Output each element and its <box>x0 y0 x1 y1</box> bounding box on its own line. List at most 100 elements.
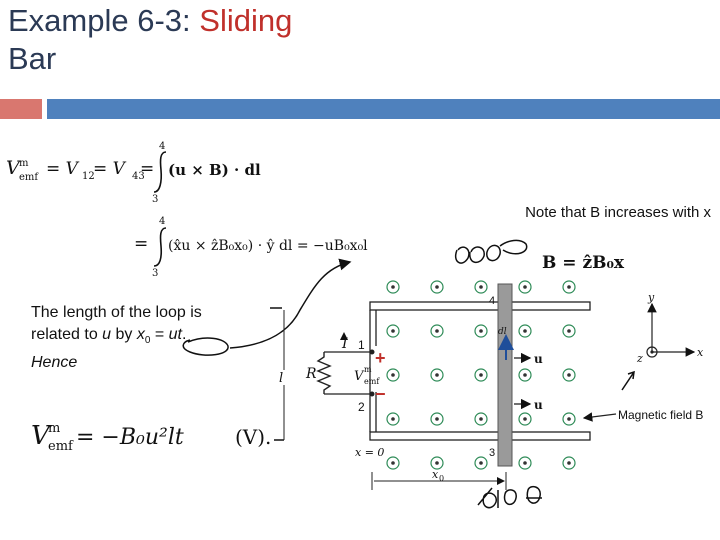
equation-final: V m emf = −B₀u²lt (V). <box>31 421 271 454</box>
field-dot-center <box>479 417 483 421</box>
field-dot-center <box>435 417 439 421</box>
field-dot-center <box>391 461 395 465</box>
field-dot-ring <box>518 368 532 382</box>
axis-y-label: y <box>647 291 655 304</box>
terminal-2-dot <box>369 391 375 397</box>
field-dot-center <box>435 373 439 377</box>
eq1-integral-sign <box>153 151 167 193</box>
field-dot-ring <box>474 368 488 382</box>
ink-arrow-small <box>621 370 635 391</box>
field-dot-ring <box>386 324 400 338</box>
field-dot-ring <box>430 412 444 426</box>
field-dot-center <box>567 461 571 465</box>
para-line2-b: by <box>111 326 137 343</box>
header-bar-accent <box>0 99 42 119</box>
resistor <box>316 352 332 394</box>
magnetic-field-pointer <box>582 412 617 422</box>
eq2-integral-sign <box>153 227 167 267</box>
axis-z-label: z <box>636 352 643 365</box>
field-dot-ring <box>474 456 488 470</box>
note-text: Note that B increases with x <box>525 204 711 221</box>
field-dot-center <box>391 417 395 421</box>
eq2-upper: 4 <box>159 216 165 227</box>
equation-emf-integral: V m emf = V 12 = V 43 = 4 3 (u × B) · dl <box>6 141 261 205</box>
ink-circle-x0 <box>182 337 229 356</box>
r-label: R <box>305 366 317 382</box>
field-dot-center <box>479 285 483 289</box>
field-dot-center <box>523 373 527 377</box>
final-sub: emf <box>48 439 74 454</box>
magnetic-field-label: Magnetic field B <box>618 408 703 422</box>
final-rhs: = −B₀u²lt <box>76 425 184 450</box>
field-dots <box>386 280 576 470</box>
field-dot-ring <box>474 412 488 426</box>
field-dot-ring <box>518 280 532 294</box>
eq1-sub12: 12 <box>82 171 95 182</box>
eq2-integrand: (x̂u × ẑB₀x₀) · ŷ dl = −uB₀x₀l <box>168 237 368 254</box>
equation-emf-evaluated: = 4 3 (x̂u × ẑB₀x₀) · ŷ dl = −uB₀x₀l <box>134 216 368 279</box>
field-dot-ring <box>518 456 532 470</box>
final-lhs-v: V <box>31 421 52 451</box>
bottom-rail <box>369 431 591 441</box>
field-dot-center <box>391 373 395 377</box>
title-prefix: Example 6-3: <box>8 3 200 38</box>
field-dot-center <box>479 373 483 377</box>
eq2-eq: = <box>134 234 148 254</box>
field-dot-center <box>523 461 527 465</box>
field-dot-center <box>523 329 527 333</box>
sliding-bar <box>497 283 513 467</box>
terminal-1-dot <box>369 349 375 355</box>
field-dot-center <box>567 373 571 377</box>
terminal-4-label: 4 <box>489 295 495 307</box>
plus-sign: + <box>375 348 386 368</box>
field-dot-center <box>567 417 571 421</box>
x0-label: x <box>432 468 439 481</box>
field-dot-center <box>479 329 483 333</box>
field-dot-ring <box>518 324 532 338</box>
para-line2-a: related to <box>31 326 103 343</box>
ink-arrow-to-equation <box>229 258 352 349</box>
field-dot-ring <box>562 368 576 382</box>
emf-sup-label: m <box>364 365 372 374</box>
terminal-2-label: 2 <box>358 400 365 414</box>
slide-title: Example 6-3: Sliding Bar <box>8 2 408 78</box>
field-dot-ring <box>562 412 576 426</box>
field-dot-center <box>391 285 395 289</box>
field-dot-ring <box>474 324 488 338</box>
eq1-upper: 4 <box>159 141 165 152</box>
eq1-lower: 3 <box>152 194 158 205</box>
top-rail <box>369 301 591 311</box>
para-ut: ut <box>168 326 182 343</box>
i-label: I <box>341 336 348 352</box>
para-x: x <box>136 326 145 343</box>
field-dot-ring <box>430 456 444 470</box>
field-dot-center <box>435 461 439 465</box>
title-line2: Bar <box>8 41 57 76</box>
para-u: u <box>102 326 112 343</box>
explanation-paragraph: The length of the loop is related to u b… <box>31 302 271 374</box>
terminal-3-label: 3 <box>489 447 495 459</box>
velocity-u-lower: u <box>534 398 543 412</box>
eq1-sub43: 43 <box>132 171 145 182</box>
title-accent: Sliding <box>199 3 293 38</box>
eq1-lhs-sup: m <box>19 158 29 169</box>
para-line1: The length of the loop is <box>31 304 202 321</box>
field-dot-center <box>523 285 527 289</box>
emf-v-label: V <box>354 369 365 384</box>
field-dot-center <box>567 285 571 289</box>
field-dot-ring <box>386 280 400 294</box>
field-dot-ring <box>386 368 400 382</box>
emf-sub-label: emf <box>364 377 380 386</box>
ink-scribble-bottom <box>477 485 542 509</box>
field-dot-ring <box>518 412 532 426</box>
sliding-bar-figure: B = ẑB₀x R I 1 2 + − V m emf 4 3 dl u u <box>279 253 704 490</box>
header-bar <box>47 99 720 119</box>
dl-label: dl <box>498 327 507 337</box>
eq2-lower: 3 <box>152 268 158 279</box>
coordinate-axes: y x z <box>636 291 704 365</box>
eq1-lhs-sub: emf <box>19 172 39 183</box>
eq1-integrand: (u × B) · dl <box>168 161 261 179</box>
ink-scribble-b <box>455 239 528 264</box>
field-dot-ring <box>386 412 400 426</box>
